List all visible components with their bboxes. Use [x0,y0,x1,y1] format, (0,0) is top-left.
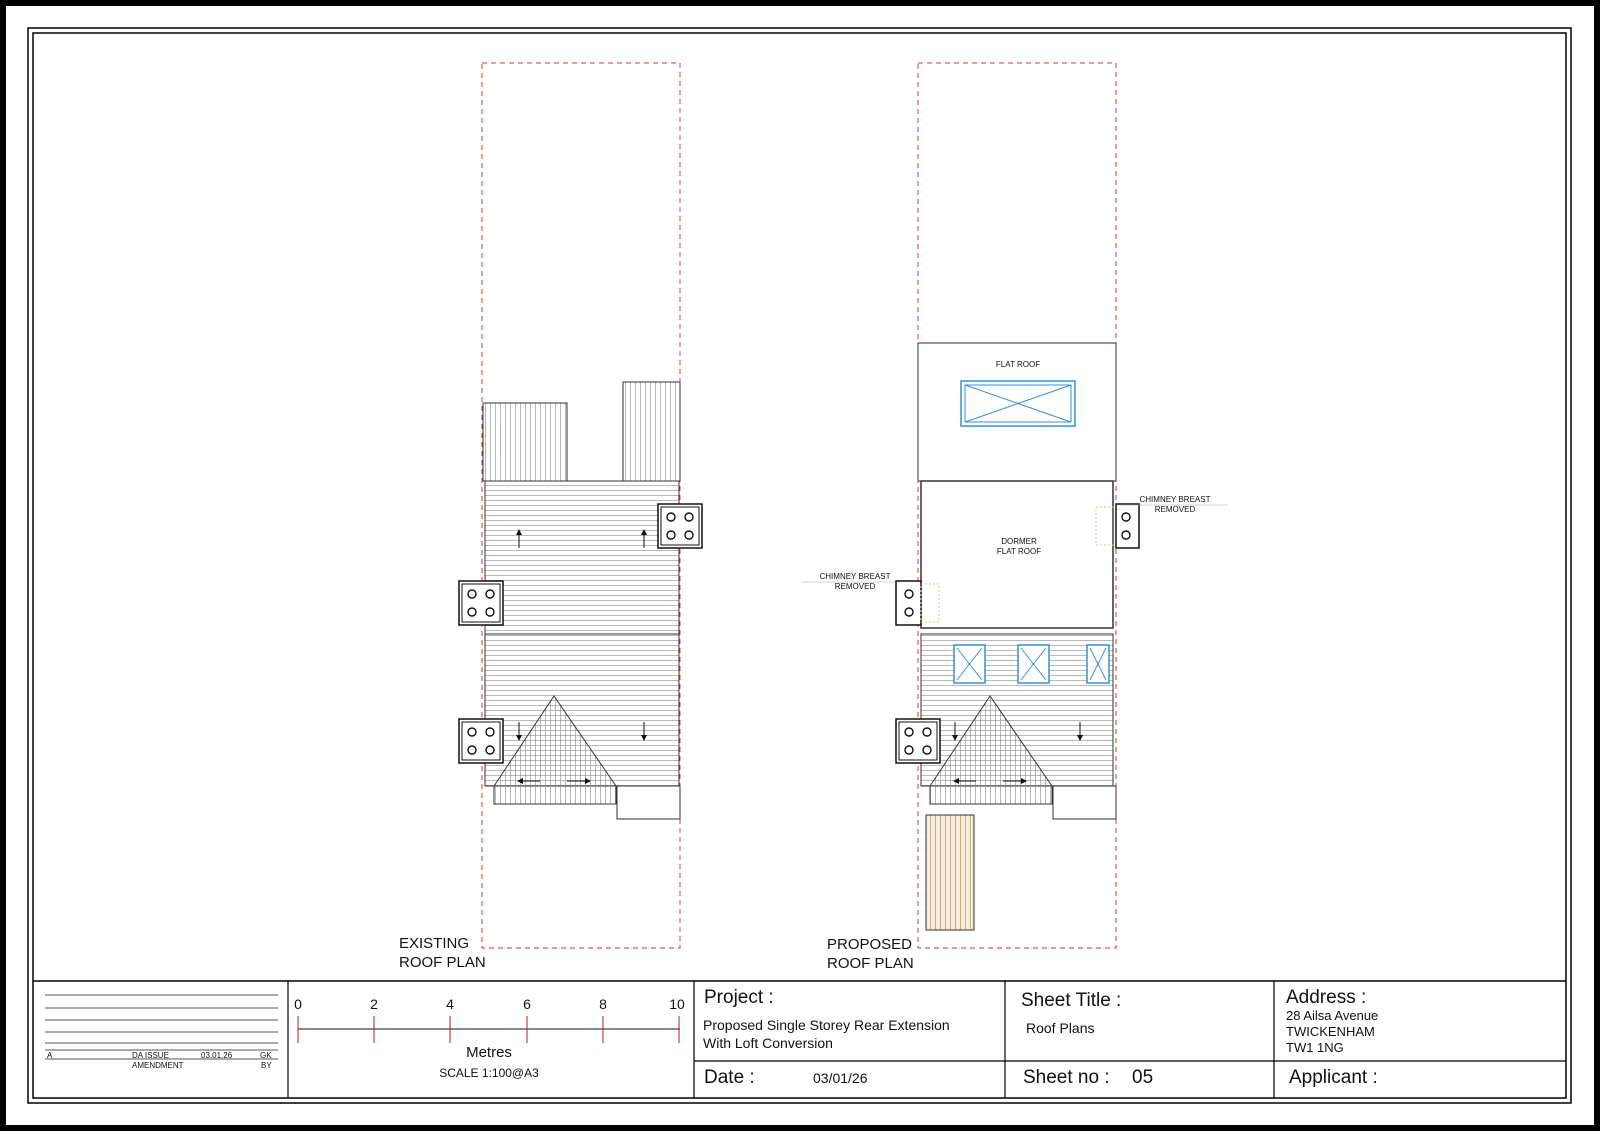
project-line1: Proposed Single Storey Rear Extension [703,1017,950,1033]
address-line3: TW1 1NG [1286,1040,1344,1055]
chimney-right-label-line2: REMOVED [1155,505,1196,514]
bay [616,785,681,820]
revision-date: 03.01.26 [201,1051,233,1060]
scale-tick-label: 0 [294,996,302,1012]
chimney-stack-partial [895,580,940,626]
scale-tick-label: 4 [446,996,454,1012]
by-header: BY [261,1061,272,1070]
existing-label-line1: EXISTING [399,935,469,952]
timber-structure [925,814,975,931]
bay [1052,785,1117,820]
scale-tick-label: 6 [523,996,531,1012]
flat-roof-label: FLAT ROOF [996,360,1040,369]
revision-letter: A [47,1051,53,1060]
rooflight [953,644,986,684]
dormer-label-line1: DORMER [1001,537,1037,546]
project-label: Project : [704,987,774,1008]
chimney-stack [458,718,504,764]
front-gable [929,695,1053,805]
chimney-left-label-line1: CHIMNEY BREAST [820,572,891,581]
chimney-stack [895,718,941,764]
chimney-stack-partial [1095,503,1140,549]
dormer-label-line2: FLAT ROOF [997,547,1041,556]
address-line1: 28 Ailsa Avenue [1286,1008,1378,1023]
scale-bar: 0 2 4 6 8 10 Metres SCALE 1:100@A3 [294,996,685,1080]
front-gable [493,695,617,805]
existing-roof-plan: EXISTING ROOF PLAN [399,62,703,971]
sheet-title: Roof Plans [1026,1020,1094,1036]
revision-by: GK [260,1051,272,1060]
frame-outer [27,27,1572,1104]
date-label: Date : [704,1067,755,1088]
rooflight [960,380,1076,427]
scale-ratio: SCALE 1:100@A3 [439,1066,539,1080]
sheet-no-value: 05 [1132,1067,1153,1088]
sheet-no-label: Sheet no : [1023,1067,1110,1088]
proposed-roof-plan: FLAT ROOF DORMER FLAT ROOF CHIMNEY BREAS… [802,62,1228,972]
frame-inner [32,32,1567,1099]
existing-label-line2: ROOF PLAN [399,954,486,971]
chimney-stack [458,580,504,626]
chimney-stack [657,503,703,549]
scale-unit: Metres [466,1044,512,1061]
address-line2: TWICKENHAM [1286,1024,1375,1039]
scale-tick-label: 10 [669,996,685,1012]
title-block: A DA ISSUE 03.01.26 GK AMENDMENT BY 0 2 … [33,980,1566,1098]
applicant-label: Applicant : [1289,1067,1378,1088]
dormer [920,480,1114,629]
revision-amendment: DA ISSUE [132,1051,169,1060]
amendment-header: AMENDMENT [132,1061,184,1070]
proposed-label-line1: PROPOSED [827,936,912,953]
scale-tick-label: 2 [370,996,378,1012]
sheet-title-label: Sheet Title : [1021,990,1121,1011]
rooflight [1017,644,1050,684]
project-line2: With Loft Conversion [703,1035,833,1051]
flat-roof [917,342,1117,482]
main-roof-rear [484,480,680,635]
revision-table: A DA ISSUE 03.01.26 GK AMENDMENT BY [45,994,278,1070]
proposed-label-line2: ROOF PLAN [827,955,914,972]
chimney-left-label-line2: REMOVED [835,582,876,591]
chimney-right-label-line1: CHIMNEY BREAST [1140,495,1211,504]
rear-projection-left [482,402,568,482]
address-label: Address : [1286,987,1366,1008]
scale-tick-label: 8 [599,996,607,1012]
rear-projection-right [622,381,681,482]
rooflight [1086,644,1110,684]
date-value: 03/01/26 [813,1070,868,1086]
